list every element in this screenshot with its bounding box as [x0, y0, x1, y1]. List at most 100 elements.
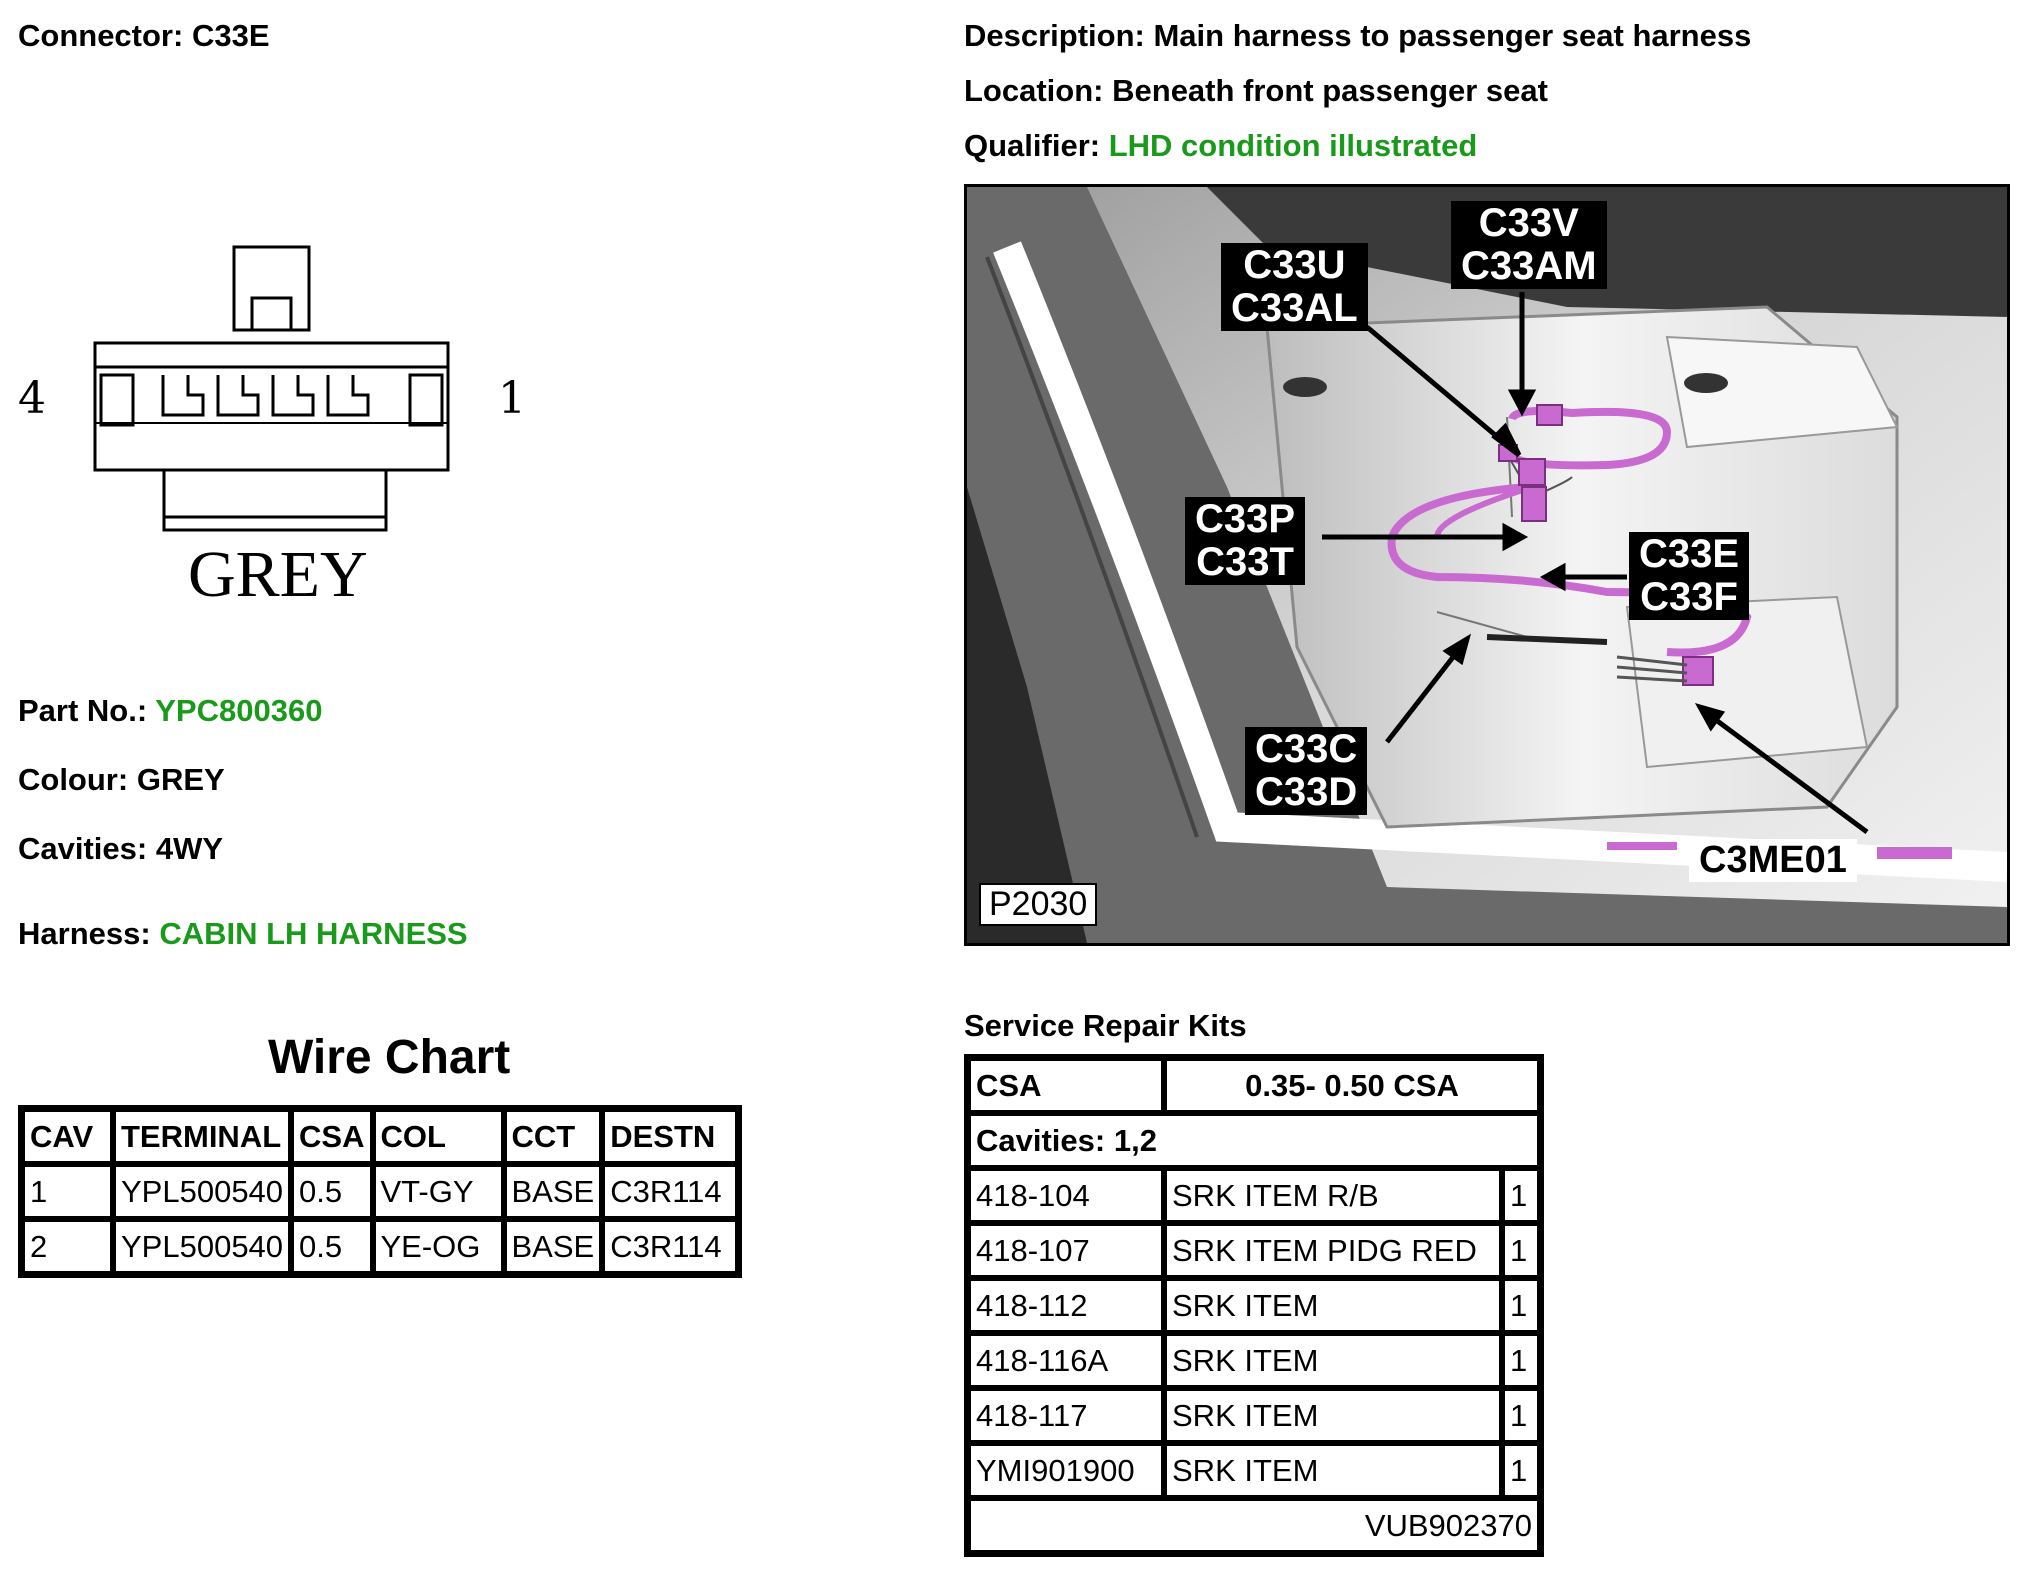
kit-qty: 1: [1502, 1223, 1540, 1278]
kit-qty: 1: [1502, 1333, 1540, 1388]
kit-qty: 1: [1502, 1443, 1540, 1498]
kits-cavities: Cavities: 1,2: [968, 1113, 1540, 1168]
part-label: Part No.:: [18, 693, 148, 728]
location-value: Beneath front passenger seat: [1112, 73, 1548, 108]
kit-desc: SRK ITEM R/B: [1164, 1168, 1502, 1223]
cavities-value: 4WY: [155, 831, 224, 866]
qualifier-label: Qualifier:: [964, 128, 1101, 163]
connector-label: Connector:: [18, 18, 184, 53]
callout-c33am: C33AM: [1461, 244, 1597, 288]
callout-c33e-c33f: C33E C33F: [1629, 532, 1750, 620]
description-value: Main harness to passenger seat harness: [1153, 18, 1752, 53]
kits-footer-code: VUB902370: [968, 1498, 1540, 1553]
callout-c33d: C33D: [1255, 770, 1358, 814]
cell-terminal: YPL500540: [113, 1219, 292, 1274]
connector-value: C33E: [191, 18, 270, 53]
part-value: YPC800360: [155, 693, 323, 728]
col-header-cct: CCT: [503, 1109, 603, 1164]
service-kits-title: Service Repair Kits: [964, 1008, 1247, 1043]
table-row: 418-107 SRK ITEM PIDG RED 1: [968, 1223, 1540, 1278]
kits-csa-row: CSA 0.35- 0.50 CSA: [968, 1058, 1540, 1113]
colour-value: GREY: [136, 762, 225, 797]
wire-chart-header-row: CAV TERMINAL CSA COL CCT DESTN: [22, 1109, 739, 1164]
callout-c33u-c33al: C33U C33AL: [1221, 243, 1368, 331]
cell-destn: C3R114: [602, 1219, 739, 1274]
harness-line: Harness: CABIN LH HARNESS: [18, 916, 468, 952]
kit-part: YMI901900: [968, 1443, 1164, 1498]
callout-c33e: C33E: [1639, 532, 1740, 576]
photo-id-label: P2030: [979, 883, 1098, 926]
callout-c33al: C33AL: [1231, 286, 1358, 330]
kit-qty: 1: [1502, 1388, 1540, 1443]
kit-qty: 1: [1502, 1168, 1540, 1223]
colour-line: Colour: GREY: [18, 762, 225, 798]
connector-line: Connector: C33E: [18, 18, 270, 54]
connector-diagram: 4 1 GREY: [18, 245, 538, 625]
kits-csa-label: CSA: [968, 1058, 1164, 1113]
kit-part: 418-104: [968, 1168, 1164, 1223]
kits-csa-value: 0.35- 0.50 CSA: [1164, 1058, 1540, 1113]
kit-desc: SRK ITEM: [1164, 1278, 1502, 1333]
cavities-label: Cavities:: [18, 831, 148, 866]
callout-c33c-c33d: C33C C33D: [1245, 727, 1368, 815]
cavities-line: Cavities: 4WY: [18, 831, 223, 867]
connector-drawing: [93, 245, 450, 532]
callout-c33p-c33t: C33P C33T: [1185, 497, 1306, 585]
cell-csa: 0.5: [291, 1219, 373, 1274]
cell-cav: 1: [22, 1164, 113, 1219]
service-kits-table: CSA 0.35- 0.50 CSA Cavities: 1,2 418-104…: [964, 1054, 1544, 1557]
location-label: Location:: [964, 73, 1104, 108]
kit-desc: SRK ITEM PIDG RED: [1164, 1223, 1502, 1278]
kit-part: 418-112: [968, 1278, 1164, 1333]
table-row: YMI901900 SRK ITEM 1: [968, 1443, 1540, 1498]
description-label: Description:: [964, 18, 1145, 53]
cell-cct: BASE: [503, 1219, 603, 1274]
diagram-colour-text: GREY: [188, 538, 368, 611]
kit-desc: SRK ITEM: [1164, 1388, 1502, 1443]
qualifier-value: LHD condition illustrated: [1108, 128, 1478, 163]
table-row: 418-112 SRK ITEM 1: [968, 1278, 1540, 1333]
cell-terminal: YPL500540: [113, 1164, 292, 1219]
kit-part: 418-116A: [968, 1333, 1164, 1388]
cell-destn: C3R114: [602, 1164, 739, 1219]
col-header-terminal: TERMINAL: [113, 1109, 292, 1164]
kit-desc: SRK ITEM: [1164, 1443, 1502, 1498]
kit-part: 418-117: [968, 1388, 1164, 1443]
table-row: 1 YPL500540 0.5 VT-GY BASE C3R114: [22, 1164, 739, 1219]
col-header-csa: CSA: [291, 1109, 373, 1164]
qualifier-line: Qualifier: LHD condition illustrated: [964, 128, 1477, 164]
colour-label: Colour:: [18, 762, 129, 797]
wire-chart-title: Wire Chart: [268, 1031, 511, 1084]
wire-chart-table: CAV TERMINAL CSA COL CCT DESTN 1 YPL5005…: [18, 1105, 743, 1278]
callout-c33v-c33am: C33V C33AM: [1451, 201, 1607, 289]
description-line: Description: Main harness to passenger s…: [964, 18, 1751, 54]
cell-csa: 0.5: [291, 1164, 373, 1219]
callout-c3me01: C3ME01: [1689, 839, 1857, 882]
kits-cavities-row: Cavities: 1,2: [968, 1113, 1540, 1168]
location-line: Location: Beneath front passenger seat: [964, 73, 1548, 109]
callout-c33f: C33F: [1640, 575, 1738, 619]
cell-col: VT-GY: [372, 1164, 504, 1219]
callout-c33c: C33C: [1255, 727, 1358, 771]
part-line: Part No.: YPC800360: [18, 693, 322, 729]
cell-cct: BASE: [503, 1164, 603, 1219]
table-row: 418-116A SRK ITEM 1: [968, 1333, 1540, 1388]
harness-value: CABIN LH HARNESS: [159, 916, 468, 951]
harness-label: Harness:: [18, 916, 151, 951]
kit-part: 418-107: [968, 1223, 1164, 1278]
callout-c33u: C33U: [1243, 243, 1346, 287]
table-row: 2 YPL500540 0.5 YE-OG BASE C3R114: [22, 1219, 739, 1274]
callout-c33t: C33T: [1196, 540, 1294, 584]
callout-c33v: C33V: [1478, 201, 1579, 245]
vehicle-floor-illustration: [967, 187, 2007, 943]
table-row: 418-104 SRK ITEM R/B 1: [968, 1168, 1540, 1223]
cell-cav: 2: [22, 1219, 113, 1274]
kits-footer-row: VUB902370: [968, 1498, 1540, 1553]
table-row: 418-117 SRK ITEM 1: [968, 1388, 1540, 1443]
location-photo: C33U C33AL C33V C33AM C33P C33T C33E C33…: [964, 184, 2010, 946]
pin-1-label: 1: [498, 373, 526, 424]
col-header-destn: DESTN: [602, 1109, 739, 1164]
cell-col: YE-OG: [372, 1219, 504, 1274]
pin-4-label: 4: [18, 373, 46, 424]
col-header-cav: CAV: [22, 1109, 113, 1164]
